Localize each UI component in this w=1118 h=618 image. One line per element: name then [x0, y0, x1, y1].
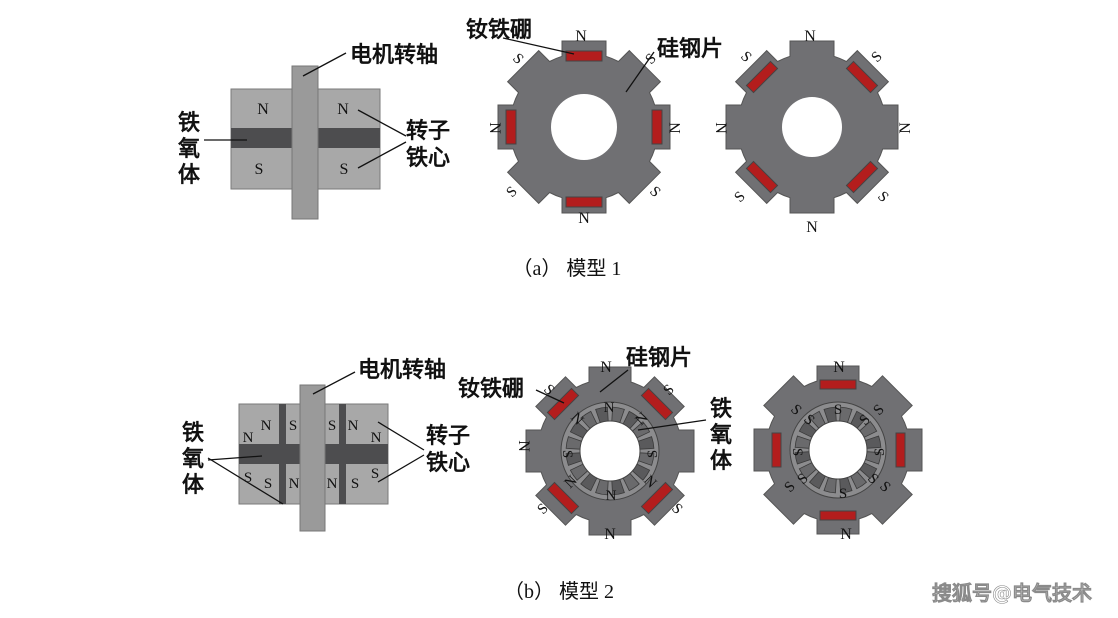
pole-label: S: [504, 184, 521, 201]
pole-label: N: [833, 359, 845, 376]
pole-label: N: [243, 430, 254, 446]
motor-shaft: [299, 384, 326, 532]
ndfeb-magnet: [819, 510, 857, 521]
pole-label: N: [337, 101, 349, 118]
pole-label: N: [578, 210, 590, 227]
pole-label: S: [340, 161, 349, 178]
ndfeb-label: 钕铁硼: [458, 376, 524, 402]
pole-label: N: [804, 28, 816, 45]
pole-label: N: [348, 418, 359, 434]
ndfeb-magnet: [546, 481, 580, 515]
ndfeb-magnet: [640, 481, 674, 515]
pole-label: N: [604, 526, 616, 543]
pole-label: N: [371, 430, 382, 446]
motor-shaft: [291, 65, 319, 220]
ferrite-label-char: 铁: [178, 110, 200, 136]
model1-side-view: N N S S 电机转轴 铁 氧 体 转子 铁心: [177, 42, 450, 220]
pole-label: S: [244, 470, 252, 486]
ndfeb-magnet: [819, 379, 857, 390]
pole-label: N: [897, 122, 914, 134]
pole-label: N: [600, 359, 612, 376]
ndfeb-magnet: [565, 50, 603, 62]
pole-label: N: [840, 526, 852, 543]
pole-label: N: [712, 122, 729, 134]
caption-model1: （a） 模型 1: [513, 257, 622, 280]
pole-label: N: [575, 28, 587, 45]
pole-label: N: [261, 418, 272, 434]
ndfeb-magnet: [745, 160, 779, 194]
ndfeb-magnet: [895, 432, 906, 468]
watermark: 搜狐号@电气技术: [932, 581, 1092, 605]
pole-label: S: [371, 466, 379, 482]
shaft-label: 电机转轴: [358, 357, 446, 383]
model2-rotor-axial-with-ferrite: N N S S S S S S S S S S S S: [753, 359, 923, 543]
ferrite-layer: [339, 404, 346, 504]
pole-label: S: [834, 402, 842, 418]
model2-rotor-with-ferrite-ring: N N N S S S S N N N N N N S S 硅钢片 钕铁硼 铁 …: [458, 345, 733, 543]
core-label: 铁心: [406, 145, 450, 171]
ndfeb-magnet: [640, 387, 674, 421]
pole-label: S: [869, 49, 886, 66]
pole-label: N: [257, 101, 269, 118]
pole-label: N: [606, 488, 617, 504]
shaft-hole: [579, 420, 641, 482]
ferrite-label-char: 体: [178, 163, 201, 188]
pole-label: N: [327, 476, 338, 492]
ndfeb-magnet: [565, 196, 603, 208]
pole-label: N: [289, 476, 300, 492]
ndfeb-magnet: [745, 60, 779, 94]
ndfeb-label: 钕铁硼: [466, 17, 532, 43]
pole-label: S: [255, 161, 264, 178]
pole-label: N: [486, 122, 503, 134]
ferrite-label-char: 氧: [177, 137, 200, 162]
ndfeb-magnet: [845, 60, 879, 94]
model2-side-view: N N S S N N S S N N S S 电机转轴 铁 氧 体 转子 铁心: [181, 357, 470, 532]
core-label: 转子: [426, 423, 470, 449]
shaft-hole: [551, 94, 617, 160]
pole-label: S: [737, 49, 754, 66]
shaft-hole: [782, 97, 842, 157]
ndfeb-magnet: [651, 109, 663, 145]
ferrite-label-char: 体: [182, 473, 205, 498]
ferrite-layer: [279, 404, 286, 504]
pole-label: S: [839, 486, 847, 502]
ferrite-label-char: 氧: [709, 423, 732, 448]
pole-label: N: [806, 219, 818, 236]
model1-rotor-axial: N N N N S S S S 钕铁硼 硅钢片: [466, 17, 723, 227]
ferrite-ring-segments: [794, 406, 882, 494]
ndfeb-magnet: [771, 432, 782, 468]
ferrite-label-char: 体: [710, 449, 733, 474]
caption-model2: （b） 模型 2: [504, 580, 614, 603]
pole-label: N: [667, 122, 684, 134]
pole-label: S: [732, 189, 749, 206]
ferrite-label-char: 氧: [181, 447, 204, 472]
shaft-label: 电机转轴: [350, 42, 438, 68]
pole-label: S: [328, 418, 336, 434]
ndfeb-magnet: [505, 109, 517, 145]
shaft-hole: [808, 420, 868, 480]
steel-label: 硅钢片: [657, 36, 723, 62]
pole-label: S: [789, 448, 805, 456]
core-label: 转子: [406, 118, 450, 144]
ferrite-label-char: 铁: [182, 420, 204, 446]
pole-label: S: [872, 448, 888, 456]
core-label: 铁心: [426, 450, 470, 476]
pole-label: S: [645, 450, 661, 458]
ndfeb-magnet: [845, 160, 879, 194]
pole-label: S: [351, 476, 359, 492]
pole-label: S: [874, 189, 891, 206]
model1-rotor-diagonal: N N N N S S S S: [712, 28, 914, 236]
pole-label: S: [264, 476, 272, 492]
pole-label: N: [604, 400, 615, 416]
pole-label: S: [559, 450, 575, 458]
ferrite-label-char: 铁: [710, 396, 732, 422]
steel-label: 硅钢片: [626, 345, 692, 371]
pole-label: N: [515, 440, 532, 452]
pole-label: S: [289, 418, 297, 434]
pole-label: S: [646, 184, 663, 201]
